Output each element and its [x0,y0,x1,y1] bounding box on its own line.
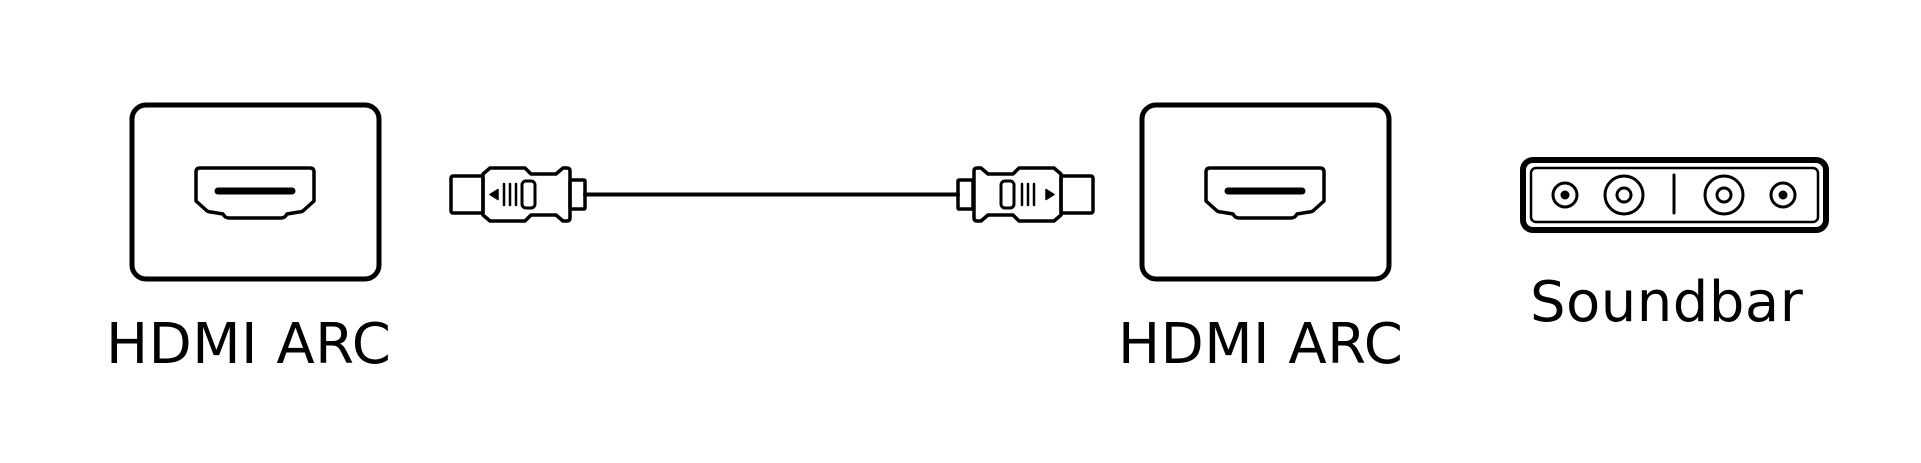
port-frame-right [1139,102,1392,282]
soundbar-speaker-small-left [1551,181,1579,209]
hdmi-cable-icon [449,166,1095,223]
port-frame-left [129,102,382,282]
soundbar-icon [1520,157,1829,233]
soundbar-inner [1529,166,1820,224]
left-port-label: HDMI ARC [106,312,392,377]
port-socket-right [1204,166,1326,220]
soundbar-body [1520,157,1829,233]
hdmi-port-icon-right [1139,102,1392,282]
cable-plug-left [449,166,587,223]
right-port-label: HDMI ARC [1118,312,1404,377]
soundbar-speaker-large-right [1703,174,1745,216]
hdmi-port-icon-left [129,102,382,282]
soundbar-speaker-large-left [1603,174,1645,216]
soundbar-speaker-small-right [1769,181,1797,209]
port-socket-left [194,166,316,220]
soundbar-label: Soundbar [1530,270,1804,335]
cable-plug-right [956,166,1095,223]
